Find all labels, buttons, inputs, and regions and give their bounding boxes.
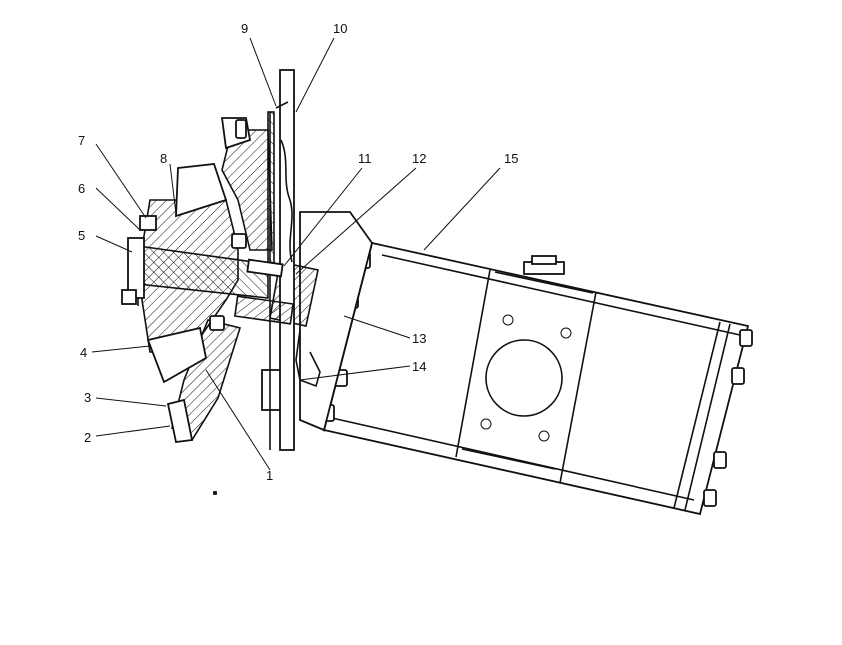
callout-9: 9 [241,21,248,36]
callout-14: 14 [412,359,426,374]
callout-labels: 9 10 7 8 6 5 4 3 2 1 11 12 15 13 14 [78,21,518,483]
support-plate [267,69,295,451]
callout-8: 8 [160,151,167,166]
callout-2: 2 [84,430,91,445]
end-cover-bolts [703,329,753,507]
callout-3: 3 [84,390,91,405]
callout-1: 1 [266,468,273,483]
gear-pump-body [311,237,750,516]
leader-lines [91,37,501,471]
callout-12: 12 [412,151,426,166]
callout-7: 7 [78,133,85,148]
drive-flange [121,117,295,495]
port-opening [485,339,563,417]
callout-5: 5 [78,228,85,243]
callout-4: 4 [80,345,87,360]
callout-15: 15 [504,151,518,166]
callout-11: 11 [358,151,372,166]
callout-13: 13 [412,331,426,346]
callout-10: 10 [333,21,347,36]
callout-6: 6 [78,181,85,196]
